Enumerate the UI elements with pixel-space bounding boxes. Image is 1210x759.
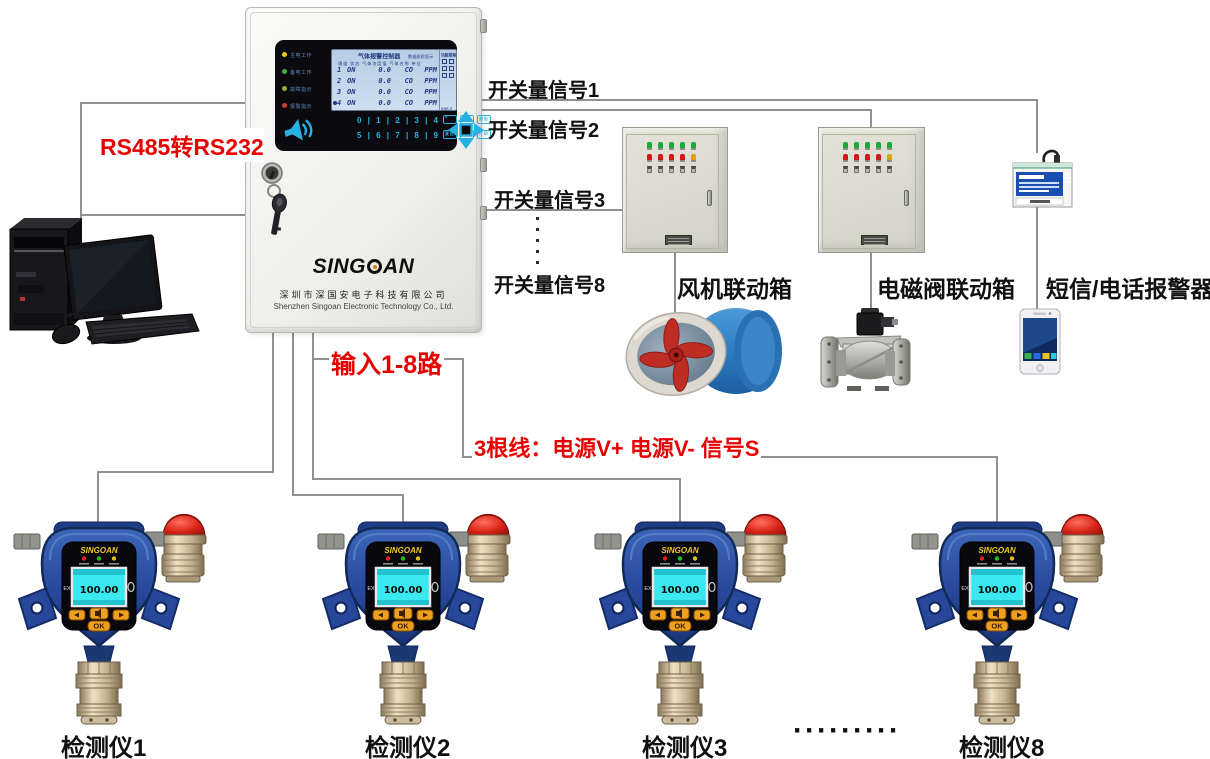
lcd-title-right: 数据巡检显示 bbox=[408, 54, 434, 60]
indicator-alarm: 报警指示 bbox=[282, 101, 334, 110]
wire-rs485-top bbox=[81, 102, 245, 104]
label-detector-2: 检测仪2 bbox=[365, 735, 451, 759]
label-signal-2: 开关量信号2 bbox=[488, 120, 600, 142]
label-ellipsis-horizontal: ········· bbox=[793, 714, 901, 747]
label-rs485: RS485转RS232 bbox=[100, 128, 264, 162]
wire-rs485-bottom bbox=[81, 214, 245, 216]
company-name-cn: 深圳市深国安电子科技有限公司 bbox=[279, 290, 448, 300]
wire-det3-v1 bbox=[312, 333, 314, 480]
mobile-phone bbox=[1019, 308, 1061, 375]
label-detector-8: 检测仪8 bbox=[959, 735, 1045, 759]
label-detector-3: 检测仪3 bbox=[642, 735, 728, 759]
arrow-keypad[interactable] bbox=[447, 110, 485, 150]
controller-door-seam bbox=[250, 12, 477, 328]
wire-signal1-h bbox=[482, 99, 1038, 101]
wire-signal3-h bbox=[482, 209, 622, 211]
wire-rs485-vertical bbox=[80, 102, 82, 242]
key-dot[interactable]: ● bbox=[442, 115, 457, 124]
wire-det1-v1 bbox=[272, 333, 274, 473]
controller-hinge bbox=[480, 158, 487, 172]
cabinet-door[interactable] bbox=[626, 134, 719, 249]
signal-ellipsis-dots bbox=[536, 217, 539, 272]
label-detector-1: 检测仪1 bbox=[61, 735, 147, 759]
axial-fan bbox=[625, 308, 782, 397]
cabinet-nameplate bbox=[861, 235, 888, 245]
label-three-wires: 3根线：电源V+ 电源V- 信号S bbox=[472, 431, 762, 463]
lcd-row4-icon bbox=[333, 101, 337, 105]
wire-signal2-h bbox=[482, 109, 872, 111]
lcd-column-header: 通道 状态 气体浓度值 气体名称 单位 bbox=[338, 61, 422, 67]
computer bbox=[9, 218, 200, 345]
cabinet-handle[interactable] bbox=[707, 190, 712, 206]
cabinet-handle[interactable] bbox=[904, 190, 909, 206]
wire-valvebox-valve bbox=[870, 252, 872, 313]
controller-front-panel: 主电工作 备电工作 故障指示 报警指示 气体报警控制器 数据巡检显示 通道 状态… bbox=[275, 40, 491, 151]
speaker-icon bbox=[284, 118, 313, 141]
indicator-fault: 故障指示 bbox=[282, 84, 334, 93]
rtu-module bbox=[1012, 149, 1073, 208]
wire-signal1-v bbox=[1036, 99, 1038, 153]
wire-det3-v2 bbox=[679, 478, 681, 531]
label-sms-alarm: 短信/电话报警器 bbox=[1046, 276, 1210, 302]
label-valve-box: 电磁阀联动箱 bbox=[877, 276, 1015, 302]
label-signal-8: 开关量信号8 bbox=[494, 275, 606, 297]
label-signal-3: 开关量信号3 bbox=[494, 190, 606, 212]
controller-hinge bbox=[480, 206, 487, 220]
controller-hinge bbox=[480, 19, 487, 33]
gas-detector-1 bbox=[12, 513, 208, 726]
fan-linkage-box bbox=[622, 127, 728, 253]
wire-rtu-phone bbox=[1036, 206, 1038, 313]
lcd-menu-sidebar: 功能菜单 888.0 bbox=[439, 50, 456, 112]
cabinet-door[interactable] bbox=[822, 134, 916, 249]
solenoid-valve bbox=[820, 308, 911, 391]
gas-detector-8 bbox=[910, 513, 1106, 726]
wire-det2-v1 bbox=[292, 333, 294, 496]
valve-linkage-box bbox=[818, 127, 925, 253]
wire-signal2-v bbox=[870, 109, 872, 129]
indicator-backup-power: 备电工作 bbox=[282, 67, 334, 76]
gas-detector-3 bbox=[593, 513, 789, 726]
wire-det8-v bbox=[996, 456, 998, 531]
wire-det2-h bbox=[292, 494, 404, 496]
wire-input-label-v bbox=[462, 358, 464, 458]
wire-det2-v2 bbox=[402, 494, 404, 531]
cabinet-nameplate bbox=[665, 235, 692, 245]
key-lock[interactable] bbox=[260, 161, 306, 241]
indicator-main-power: 主电工作 bbox=[282, 50, 334, 59]
company-name-en: Shenzhen Singoan Electronic Technology C… bbox=[273, 302, 454, 311]
label-signal-1: 开关量信号1 bbox=[488, 80, 600, 102]
lcd-title: 气体报警控制器 bbox=[358, 53, 401, 61]
wire-det1-v2 bbox=[97, 471, 99, 531]
label-fan-box: 风机联动箱 bbox=[677, 276, 792, 302]
key-exit[interactable]: 退出 bbox=[476, 115, 491, 124]
gas-alarm-controller: 主电工作 备电工作 故障指示 报警指示 气体报警控制器 数据巡检显示 通道 状态… bbox=[245, 7, 491, 333]
label-input-1-8: 输入1-8路 bbox=[329, 345, 445, 381]
wire-fanbox-fan bbox=[674, 252, 676, 313]
gas-detector-2 bbox=[316, 513, 512, 726]
wire-det3-h bbox=[312, 478, 681, 480]
wire-det1-h bbox=[97, 471, 274, 473]
